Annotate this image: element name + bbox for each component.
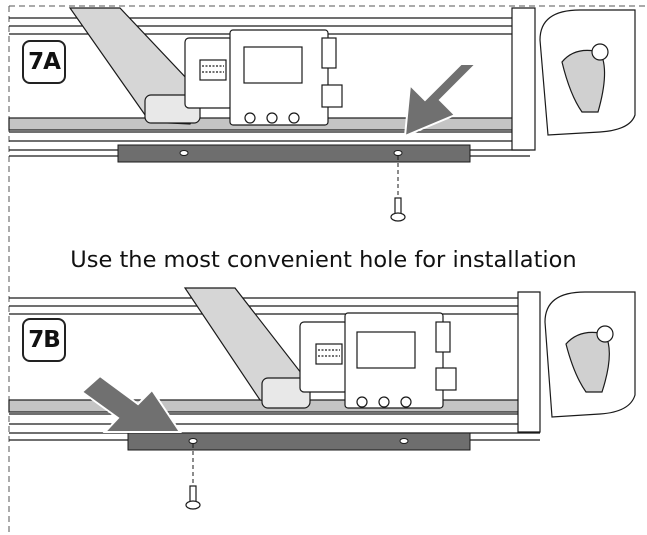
hinge-icon: [511, 7, 636, 151]
bracket-7a: [117, 144, 471, 163]
instruction-caption: Use the most convenient hole for install…: [70, 247, 577, 273]
hinge-icon: [517, 291, 636, 433]
bracket-7b: [127, 432, 471, 451]
screw-icon: [390, 197, 406, 222]
panel-7a: [8, 7, 636, 222]
mount-hole: [399, 438, 409, 444]
step-label-7a: 7A: [22, 40, 66, 84]
arm-7b: [183, 287, 311, 409]
motor-icon: [299, 312, 457, 409]
mount-hole: [188, 438, 198, 444]
panel-7b: [8, 287, 636, 510]
motor-icon: [184, 29, 343, 126]
step-label-7b: 7B: [22, 318, 66, 362]
mount-hole: [393, 150, 403, 156]
arrow-icon: [80, 374, 182, 433]
screw-icon: [185, 485, 201, 510]
arrow-icon: [403, 63, 479, 138]
mount-hole: [179, 150, 189, 156]
